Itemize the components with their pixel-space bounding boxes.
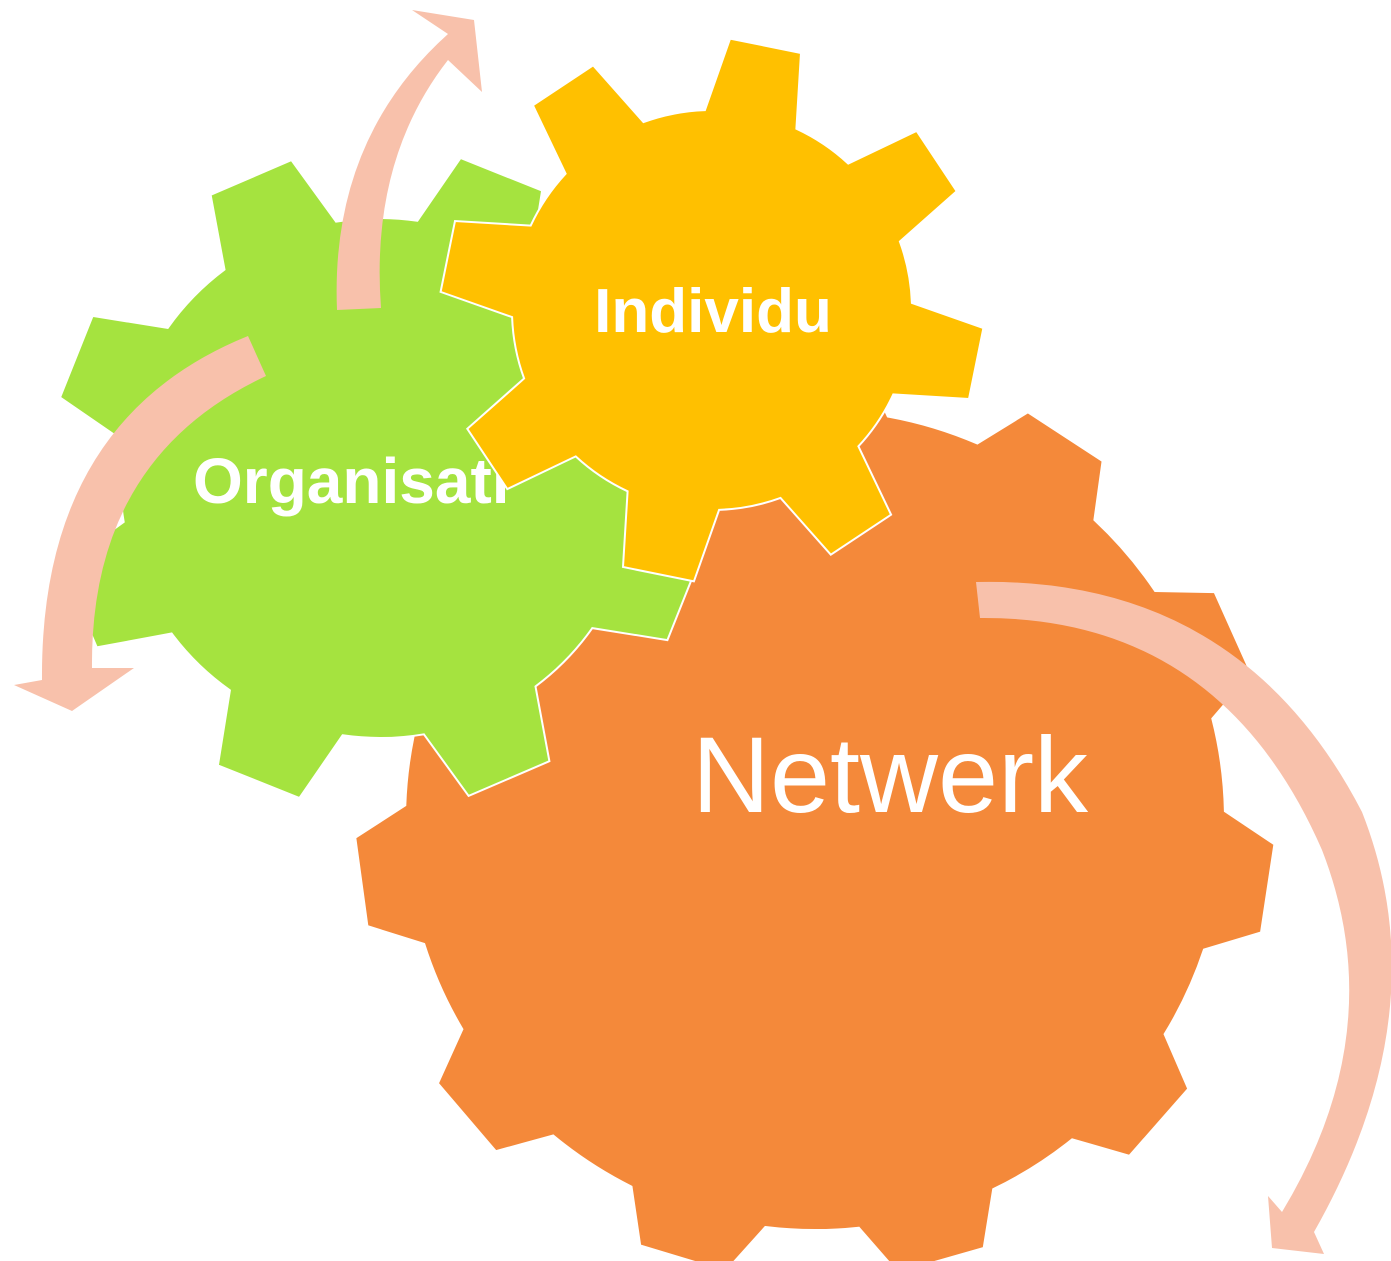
rotation-arrow-top bbox=[336, 10, 482, 310]
gear-individu: Individu bbox=[439, 37, 985, 583]
rotation-arrow-right bbox=[976, 581, 1391, 1254]
gear-netwerk-label: Netwerk bbox=[692, 714, 1089, 835]
gear-individu-label: Individu bbox=[594, 277, 832, 346]
rotation-arrow-left bbox=[14, 336, 266, 711]
gear-organisatie-label: Organisati bbox=[193, 445, 510, 517]
